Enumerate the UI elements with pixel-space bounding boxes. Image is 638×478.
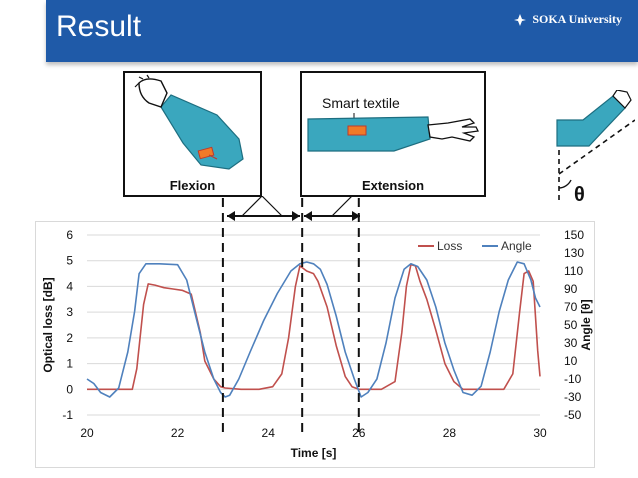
chart-frame bbox=[35, 221, 595, 468]
series-line-angle bbox=[86, 261, 541, 398]
x-tick-label: 30 bbox=[533, 426, 547, 440]
x-axis-label: Time [s] bbox=[291, 446, 337, 460]
y-tick-label: 3 bbox=[66, 305, 73, 319]
legend-label: Angle bbox=[501, 239, 532, 253]
y-tick-label: 5 bbox=[66, 254, 73, 268]
extension-sleeve bbox=[307, 116, 431, 152]
flexion-arm-illustration bbox=[134, 74, 244, 170]
series-line-loss bbox=[87, 263, 541, 391]
y2-tick-label: -50 bbox=[564, 408, 582, 422]
angle-illustration bbox=[556, 90, 635, 202]
y-tick-label: 6 bbox=[66, 228, 73, 242]
y2-tick-label: -30 bbox=[564, 390, 582, 404]
y2-tick-label: 10 bbox=[564, 354, 578, 368]
x-tick-label: 26 bbox=[352, 426, 366, 440]
slide-header: Result SOKA University bbox=[46, 0, 638, 62]
university-logo: SOKA University bbox=[513, 12, 622, 27]
y2-tick-label: 50 bbox=[564, 318, 578, 332]
extension-arm-illustration bbox=[307, 113, 479, 152]
y-tick-label: -1 bbox=[62, 408, 73, 422]
y2-tick-label: 110 bbox=[564, 264, 583, 278]
flexion-sleeve bbox=[160, 94, 244, 170]
y-axis-label: Optical loss [dB] bbox=[41, 277, 55, 372]
smart-textile-label: Smart textile bbox=[322, 95, 400, 111]
legend-label: Loss bbox=[437, 239, 462, 253]
extension-sensor bbox=[347, 125, 367, 136]
y-tick-label: 0 bbox=[66, 382, 73, 396]
flexion-hand bbox=[138, 78, 168, 108]
x-tick-label: 28 bbox=[443, 426, 457, 440]
range-arrows bbox=[227, 196, 360, 221]
y-tick-label: 4 bbox=[66, 279, 73, 293]
y2-tick-label: 90 bbox=[564, 282, 578, 296]
y2-tick-label: 150 bbox=[564, 228, 584, 242]
x-tick-label: 22 bbox=[171, 426, 185, 440]
y-tick-label: 2 bbox=[66, 331, 73, 345]
flexion-panel: Flexion bbox=[123, 71, 262, 197]
angle-symbol: θ bbox=[574, 184, 585, 206]
extension-panel: Smart textile Extension bbox=[300, 71, 486, 197]
y2-tick-label: 70 bbox=[564, 300, 578, 314]
y-tick-label: 1 bbox=[66, 357, 73, 371]
logo-text: SOKA University bbox=[532, 12, 622, 26]
y2-tick-label: 130 bbox=[564, 246, 584, 260]
y2-tick-label: 30 bbox=[564, 336, 578, 350]
flexion-label: Flexion bbox=[169, 178, 216, 193]
angle-hand bbox=[612, 90, 632, 109]
slide-title: Result bbox=[56, 10, 142, 43]
extension-hand bbox=[427, 118, 479, 142]
y2-tick-label: -10 bbox=[564, 372, 582, 386]
y2-axis-label: Angle [θ] bbox=[579, 299, 593, 350]
x-tick-label: 20 bbox=[80, 426, 94, 440]
logo-emblem-icon bbox=[514, 13, 527, 26]
extension-label: Extension bbox=[361, 178, 425, 193]
x-tick-label: 24 bbox=[262, 426, 276, 440]
